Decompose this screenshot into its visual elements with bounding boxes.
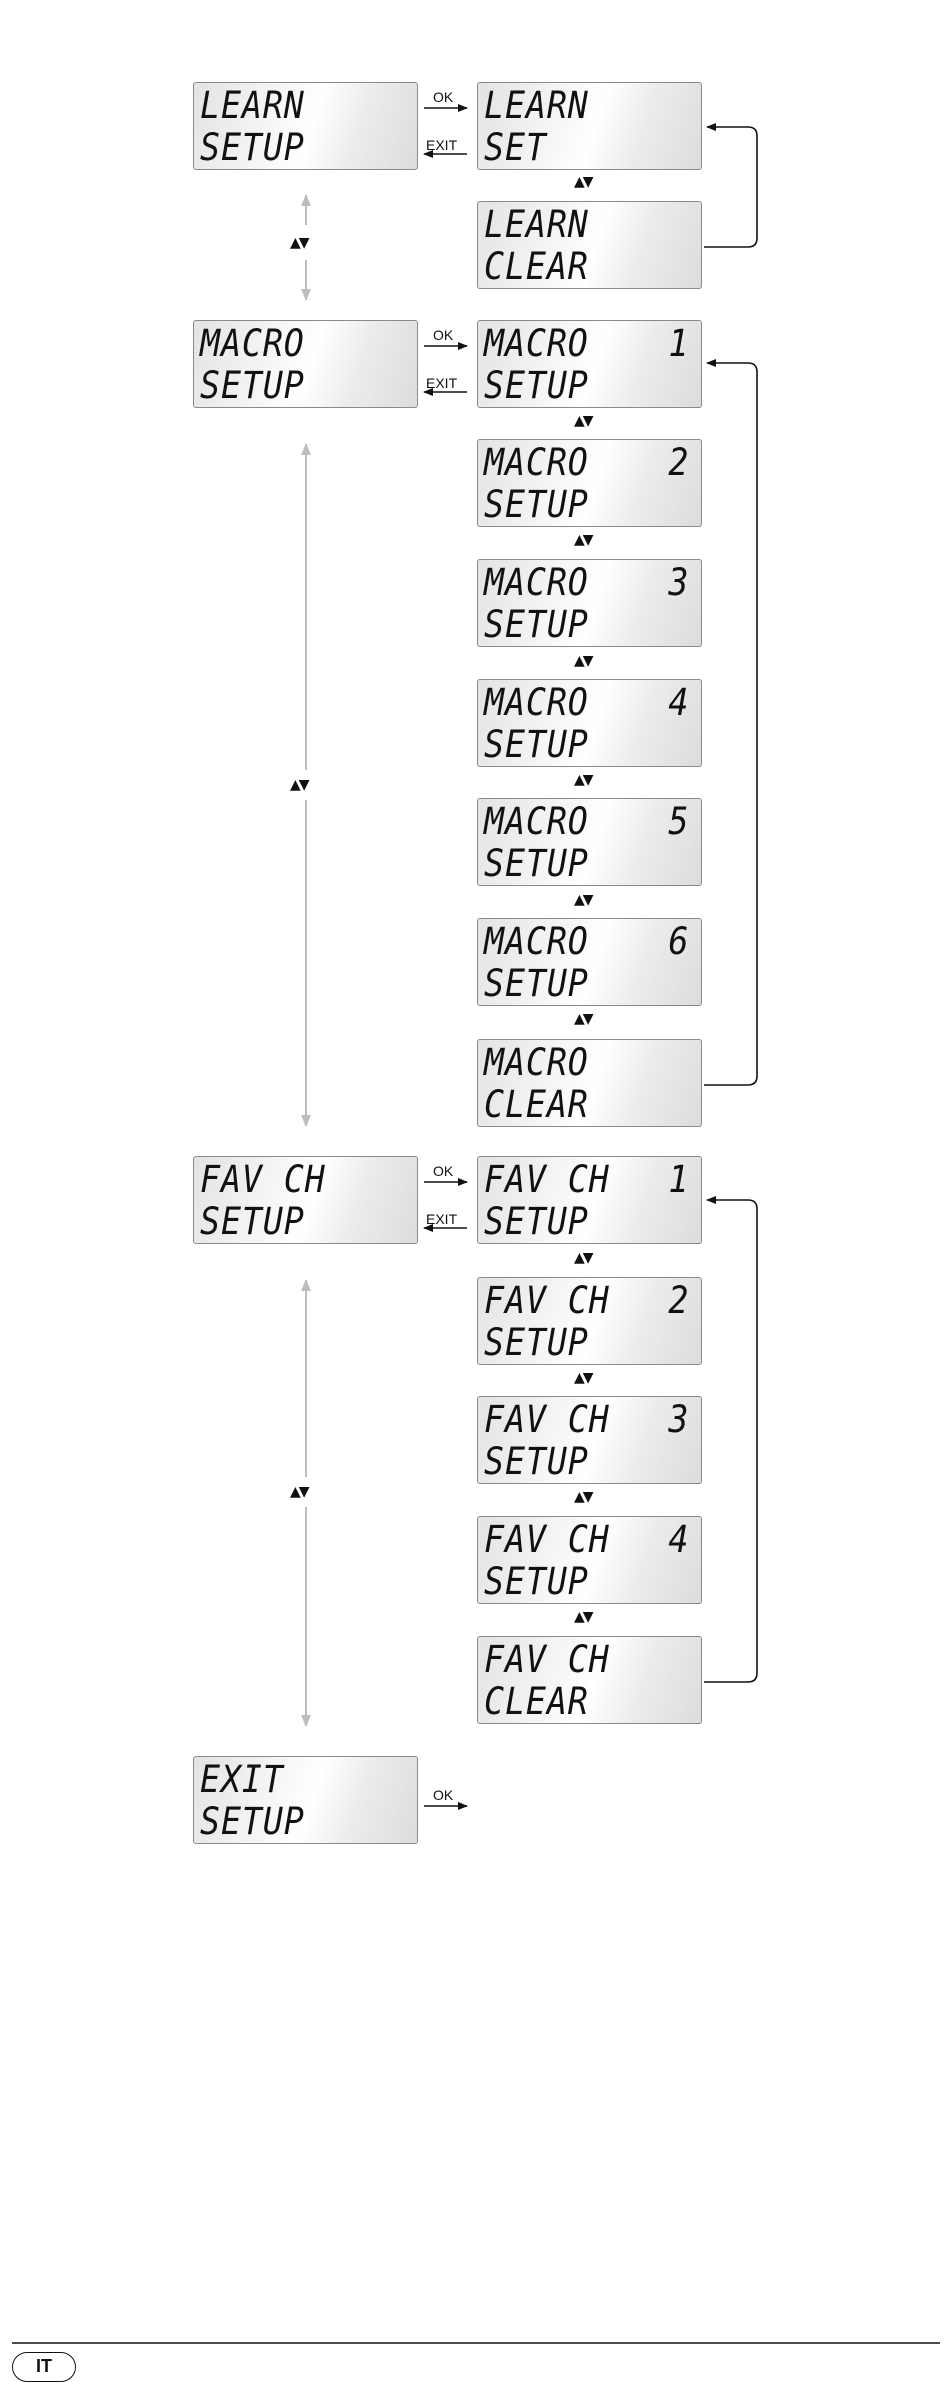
screen-line-1: MACRO — [484, 681, 589, 724]
screen-number: 1 — [668, 1158, 689, 1201]
screen-learn-setup: LEARN SETUP — [193, 82, 418, 170]
screen-line-2: SETUP — [200, 1800, 305, 1843]
screen-macro-setup: MACRO SETUP — [193, 320, 418, 408]
screen-macro-1: MACRO 1 SETUP — [477, 320, 702, 408]
screen-line-2: CLEAR — [484, 245, 589, 288]
screen-line-1: FAV CH — [484, 1279, 610, 1322]
screen-macro-2: MACRO 2 SETUP — [477, 439, 702, 527]
screen-line-2: SETUP — [484, 1560, 589, 1603]
updown-icon: ▲▼ — [574, 532, 593, 548]
updown-icon: ▲▼ — [574, 1370, 593, 1386]
screen-number: 6 — [668, 920, 689, 963]
screen-line-2: SETUP — [484, 962, 589, 1005]
screen-favch-3: FAV CH 3 SETUP — [477, 1396, 702, 1484]
screen-line-2: SETUP — [200, 1200, 305, 1243]
updown-icon: ▲▼ — [574, 413, 593, 429]
screen-line-1: MACRO — [484, 561, 589, 604]
screen-line-1: FAV CH — [200, 1158, 326, 1201]
screen-macro-clear: MACRO CLEAR — [477, 1039, 702, 1127]
screen-line-2: SETUP — [484, 1321, 589, 1364]
screen-line-2: SETUP — [484, 842, 589, 885]
screen-line-2: SETUP — [484, 1440, 589, 1483]
screen-favch-setup: FAV CH SETUP — [193, 1156, 418, 1244]
updown-icon: ▲▼ — [574, 653, 593, 669]
screen-number: 3 — [668, 1398, 689, 1441]
screen-line-2: SETUP — [484, 603, 589, 646]
screen-number: 5 — [668, 800, 689, 843]
updown-icon: ▲▼ — [574, 1011, 593, 1027]
loop-macro — [704, 359, 758, 1086]
ok-label: OK — [433, 1787, 454, 1803]
screen-number: 4 — [668, 1518, 689, 1561]
screen-line-1: MACRO — [484, 441, 589, 484]
updown-icon: ▲▼ — [290, 235, 309, 251]
screen-line-1: EXIT — [200, 1758, 284, 1801]
screen-line-1: LEARN — [484, 203, 589, 246]
loop-learn — [704, 123, 758, 248]
screen-number: 3 — [668, 561, 689, 604]
screen-line-1: LEARN — [200, 84, 305, 127]
exit-label: EXIT — [426, 1211, 458, 1227]
screen-line-1: FAV CH — [484, 1398, 610, 1441]
screen-favch-clear: FAV CH CLEAR — [477, 1636, 702, 1724]
updown-icon: ▲▼ — [290, 777, 309, 793]
screen-line-1: MACRO — [484, 920, 589, 963]
updown-icon: ▲▼ — [290, 1484, 309, 1500]
language-badge: IT — [12, 2352, 76, 2382]
screen-line-1: FAV CH — [484, 1518, 610, 1561]
screen-number: 2 — [668, 441, 689, 484]
screen-line-1: LEARN — [484, 84, 589, 127]
screen-line-1: MACRO — [484, 1041, 589, 1084]
screen-macro-3: MACRO 3 SETUP — [477, 559, 702, 647]
screen-number: 1 — [668, 322, 689, 365]
screen-line-2: SET — [484, 126, 547, 169]
screen-learn-set: LEARN SET — [477, 82, 702, 170]
updown-icon: ▲▼ — [574, 772, 593, 788]
updown-icon: ▲▼ — [574, 174, 593, 190]
ok-label: OK — [433, 1163, 454, 1179]
screen-line-2: CLEAR — [484, 1083, 589, 1126]
screen-line-1: MACRO — [484, 800, 589, 843]
screen-learn-clear: LEARN CLEAR — [477, 201, 702, 289]
screen-favch-1: FAV CH 1 SETUP — [477, 1156, 702, 1244]
updown-icon: ▲▼ — [574, 1250, 593, 1266]
screen-exit-setup: EXIT SETUP — [193, 1756, 418, 1844]
screen-macro-4: MACRO 4 SETUP — [477, 679, 702, 767]
ok-label: OK — [433, 89, 454, 105]
screen-macro-6: MACRO 6 SETUP — [477, 918, 702, 1006]
screen-line-2: SETUP — [484, 483, 589, 526]
screen-favch-4: FAV CH 4 SETUP — [477, 1516, 702, 1604]
screen-line-1: MACRO — [200, 322, 305, 365]
updown-icon: ▲▼ — [574, 1489, 593, 1505]
screen-favch-2: FAV CH 2 SETUP — [477, 1277, 702, 1365]
exit-label: EXIT — [426, 375, 458, 391]
loop-favch — [704, 1196, 758, 1683]
screen-number: 4 — [668, 681, 689, 724]
screen-line-1: FAV CH — [484, 1638, 610, 1681]
screen-line-2: SETUP — [484, 723, 589, 766]
updown-icon: ▲▼ — [574, 892, 593, 908]
exit-label: EXIT — [426, 137, 458, 153]
screen-number: 2 — [668, 1279, 689, 1322]
screen-line-1: FAV CH — [484, 1158, 610, 1201]
screen-line-2: SETUP — [200, 126, 305, 169]
screen-line-2: CLEAR — [484, 1680, 589, 1723]
screen-line-1: MACRO — [484, 322, 589, 365]
ok-label: OK — [433, 327, 454, 343]
screen-line-2: SETUP — [484, 364, 589, 407]
screen-macro-5: MACRO 5 SETUP — [477, 798, 702, 886]
screen-line-2: SETUP — [200, 364, 305, 407]
updown-icon: ▲▼ — [574, 1609, 593, 1625]
screen-line-2: SETUP — [484, 1200, 589, 1243]
